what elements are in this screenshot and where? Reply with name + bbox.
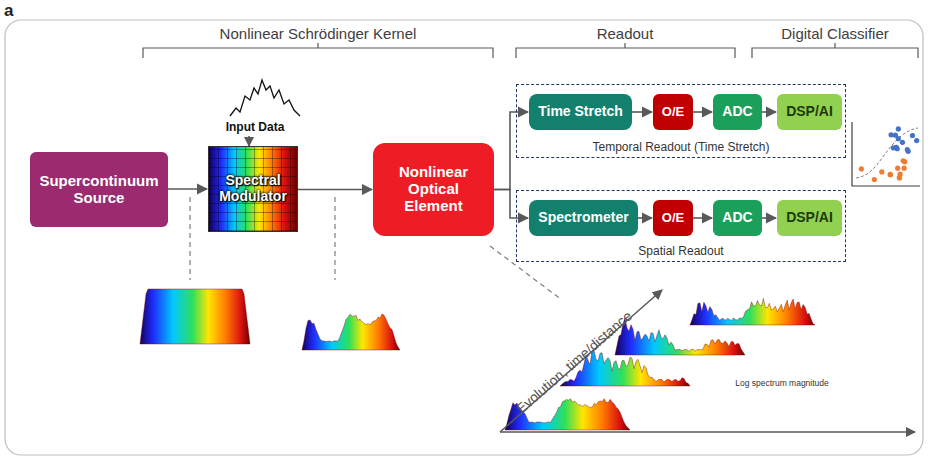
node-label: ADC: [718, 104, 756, 120]
panel-frame: [5, 20, 923, 455]
panel-letter: a: [4, 1, 13, 21]
flow-arrow: [762, 217, 776, 219]
flow-arrow: [298, 189, 372, 191]
section-title: Nonlinear Schrödinger Kernel: [220, 25, 417, 42]
axis-note: Log spectrum magnitude: [735, 378, 829, 388]
flow-arrow: [632, 111, 652, 113]
node-label: ADC: [718, 210, 756, 226]
flow-arrow: [693, 217, 712, 219]
nonlinear-element-box: Nonlinear Optical Element: [373, 143, 494, 236]
group-caption: Spatial Readout: [517, 244, 845, 258]
process-box: O/E: [653, 200, 693, 236]
flow-arrow: [638, 217, 652, 219]
node-label: O/E: [658, 105, 688, 120]
section-title: Readout: [597, 25, 654, 42]
axis-label: Evolution, time/distance: [513, 307, 635, 416]
input-waveform: [230, 80, 300, 116]
classifier-plot: [852, 122, 920, 186]
flow-arrow: [168, 188, 207, 190]
node-label: O/E: [658, 211, 688, 226]
node-label: Spectral Modulator: [209, 173, 297, 204]
section-title: Digital Classifier: [781, 25, 889, 42]
input-label: Input Data: [226, 120, 285, 134]
flow-arrow: [494, 190, 528, 219]
node-label: Supercontinuum Source: [30, 173, 168, 207]
input-arrow: [248, 136, 250, 146]
node-label: DSP/AI: [782, 210, 837, 226]
node-label: Time Stretch: [534, 104, 627, 120]
group-caption: Temporal Readout (Time Stretch): [517, 140, 845, 154]
flow-arrow: [494, 112, 528, 190]
process-box: Time Stretch: [529, 94, 632, 130]
node-label: Nonlinear Optical Element: [373, 164, 494, 214]
process-box: Spectrometer: [529, 200, 638, 236]
node-label: Spectrometer: [534, 210, 632, 226]
process-box: DSP/AI: [777, 94, 842, 130]
modulator-box: Spectral Modulator: [208, 146, 298, 232]
readout-group: Temporal Readout (Time Stretch) Time Stre…: [516, 84, 846, 158]
process-box: O/E: [653, 94, 693, 130]
flow-arrow: [762, 111, 776, 113]
process-box: DSP/AI: [777, 200, 842, 236]
spectrum-plots: [140, 289, 815, 430]
node-label: DSP/AI: [782, 104, 837, 120]
evolution-axes: [500, 290, 915, 432]
brackets: [143, 43, 918, 58]
flow-arrow: [693, 111, 712, 113]
source-box: Supercontinuum Source: [30, 152, 168, 227]
process-box: ADC: [713, 200, 762, 236]
readout-group: Spatial Readout Spectrometer O/E ADC DSP/AI: [516, 190, 846, 262]
process-box: ADC: [713, 94, 762, 130]
